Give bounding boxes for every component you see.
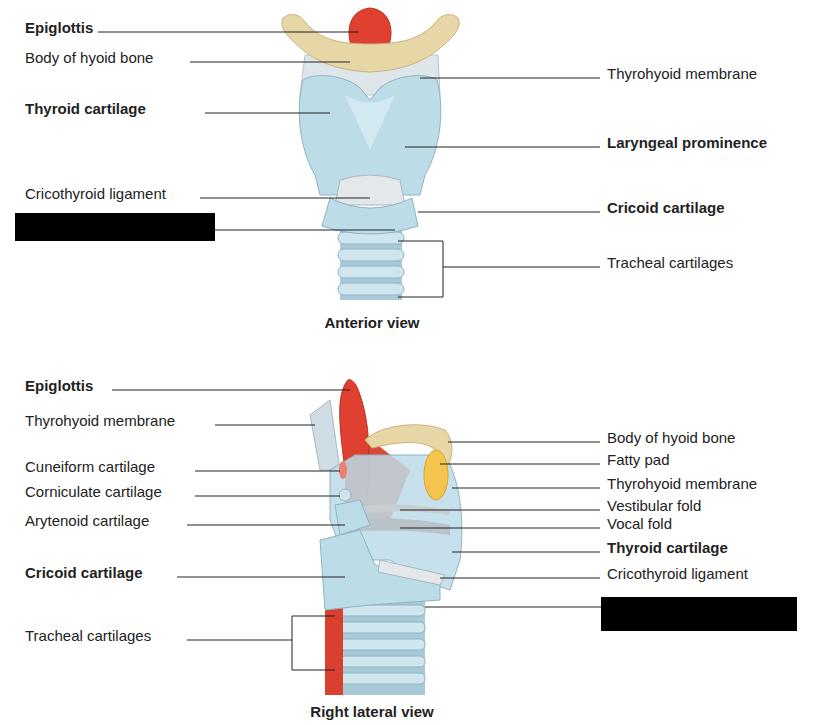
part-label: Thyroid cartilage [25, 100, 146, 117]
part-label: Cricoid cartilage [25, 564, 143, 581]
redaction-box [601, 597, 797, 631]
leader-line [440, 464, 600, 465]
cricoid-cartilage [322, 198, 418, 234]
part-label: Thyrohyoid membrane [607, 475, 757, 492]
tracheal-ring [340, 639, 425, 650]
part-label: Body of hyoid bone [25, 49, 153, 66]
part-label: Epiglottis [25, 19, 93, 36]
leader-line [98, 32, 358, 33]
part-label: Thyroid cartilage [607, 539, 728, 556]
bracket [398, 241, 600, 297]
part-label: Thyrohyoid membrane [25, 412, 175, 429]
leader-line [400, 528, 600, 529]
leader-line [190, 62, 350, 63]
leader-line [215, 230, 395, 231]
leader-line [112, 390, 350, 391]
part-label: Epiglottis [25, 377, 93, 394]
fatty-pad [424, 450, 448, 500]
leader-line [405, 147, 600, 148]
view-title: Right lateral view [310, 703, 433, 720]
part-label: Vocal fold [607, 515, 672, 532]
tracheal-ring [338, 283, 404, 295]
thyrohyoid-membrane [310, 400, 340, 470]
epiglottis [349, 8, 391, 48]
part-label: Cricothyroid ligament [607, 565, 748, 582]
part-label: Cricoid cartilage [607, 199, 725, 216]
leader-line [187, 525, 345, 526]
tracheal-ring [340, 673, 425, 684]
cuneiform-cartilage [339, 461, 347, 479]
part-label: Tracheal cartilages [25, 627, 151, 644]
part-label: Corniculate cartilage [25, 483, 162, 500]
tracheal-ring [340, 622, 425, 633]
leader-line [195, 496, 340, 497]
part-label: Thyrohyoid membrane [607, 65, 757, 82]
leader-line [448, 442, 600, 443]
leader-line [440, 578, 600, 579]
redaction-box [15, 213, 215, 241]
leader-line [420, 78, 600, 79]
part-label: Laryngeal prominence [607, 134, 767, 151]
part-label: Cricothyroid ligament [25, 185, 166, 202]
anterior-larynx [282, 8, 459, 300]
part-label: Arytenoid cartilage [25, 512, 149, 529]
arytenoid-cartilage [335, 500, 370, 535]
leader-line [205, 113, 330, 114]
lateral-larynx [310, 380, 462, 695]
bracket [187, 616, 335, 670]
tracheal-ring [340, 656, 425, 667]
part-label: Body of hyoid bone [607, 429, 735, 446]
view-title: Anterior view [324, 314, 419, 331]
leader-line [400, 510, 600, 511]
part-label: Vestibular fold [607, 497, 701, 514]
hyoid-bone [282, 15, 459, 72]
corniculate-cartilage [339, 489, 351, 501]
part-label: Fatty pad [607, 451, 670, 468]
part-label: Cuneiform cartilage [25, 458, 155, 475]
leader-line [452, 488, 600, 489]
tracheal-ring [338, 266, 404, 278]
leader-line [425, 607, 601, 608]
cricothyroid-ligament [335, 175, 405, 205]
leader-line [200, 198, 370, 199]
trachea [330, 600, 425, 695]
tracheal-ring [338, 249, 404, 261]
leader-lines [98, 32, 601, 670]
leader-line [195, 471, 340, 472]
laryngeal-prominence [345, 95, 395, 150]
leader-line [418, 212, 600, 213]
part-label: Tracheal cartilages [607, 254, 733, 271]
leader-line [452, 552, 600, 553]
leader-line [215, 425, 315, 426]
cricothyroid-ligament [378, 560, 445, 585]
leader-line [177, 577, 345, 578]
